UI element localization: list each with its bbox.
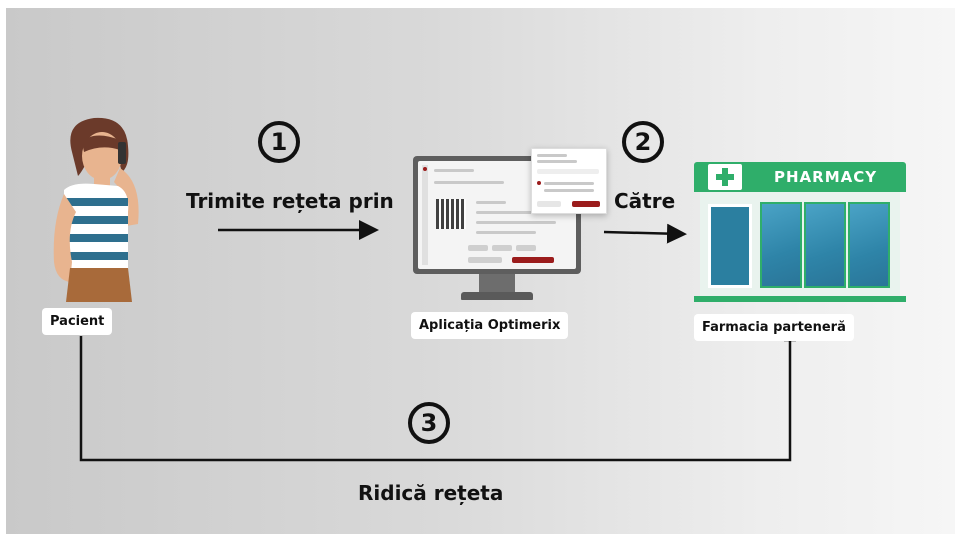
- desktop-monitor-icon: [413, 148, 607, 306]
- pharmacy-window: [848, 202, 890, 288]
- qr-code-icon: [436, 199, 466, 229]
- app-popup: [531, 148, 607, 214]
- send-label: Trimite rețeta prin: [186, 189, 394, 213]
- monitor-base: [461, 292, 533, 300]
- diagram-canvas: Pacient 1 Trimite rețeta prin: [6, 8, 955, 534]
- pharmacy-label: Farmacia parteneră: [694, 314, 854, 341]
- monitor-stand: [479, 274, 515, 292]
- pharmacy-sign: PHARMACY: [774, 168, 878, 186]
- pharmacy-ground: [694, 296, 906, 302]
- pharmacy-window: [804, 202, 846, 288]
- pickup-label: Ridică rețeta: [358, 481, 504, 505]
- step-1-badge: 1: [258, 121, 300, 163]
- medical-cross-icon: [708, 164, 742, 190]
- step-2-badge: 2: [622, 121, 664, 163]
- app-label: Aplicația Optimerix: [411, 312, 569, 339]
- patient-label: Pacient: [42, 308, 113, 335]
- pharmacy-door: [708, 204, 752, 288]
- arrow-to-pharmacy: [603, 223, 687, 244]
- to-label: Către: [614, 189, 676, 213]
- pharmacy-window: [760, 202, 802, 288]
- pickup-path: [79, 336, 792, 462]
- woman-on-phone-icon: [53, 117, 139, 302]
- pharmacy-building-icon: PHARMACY: [694, 162, 906, 302]
- step-3-badge: 3: [408, 402, 450, 444]
